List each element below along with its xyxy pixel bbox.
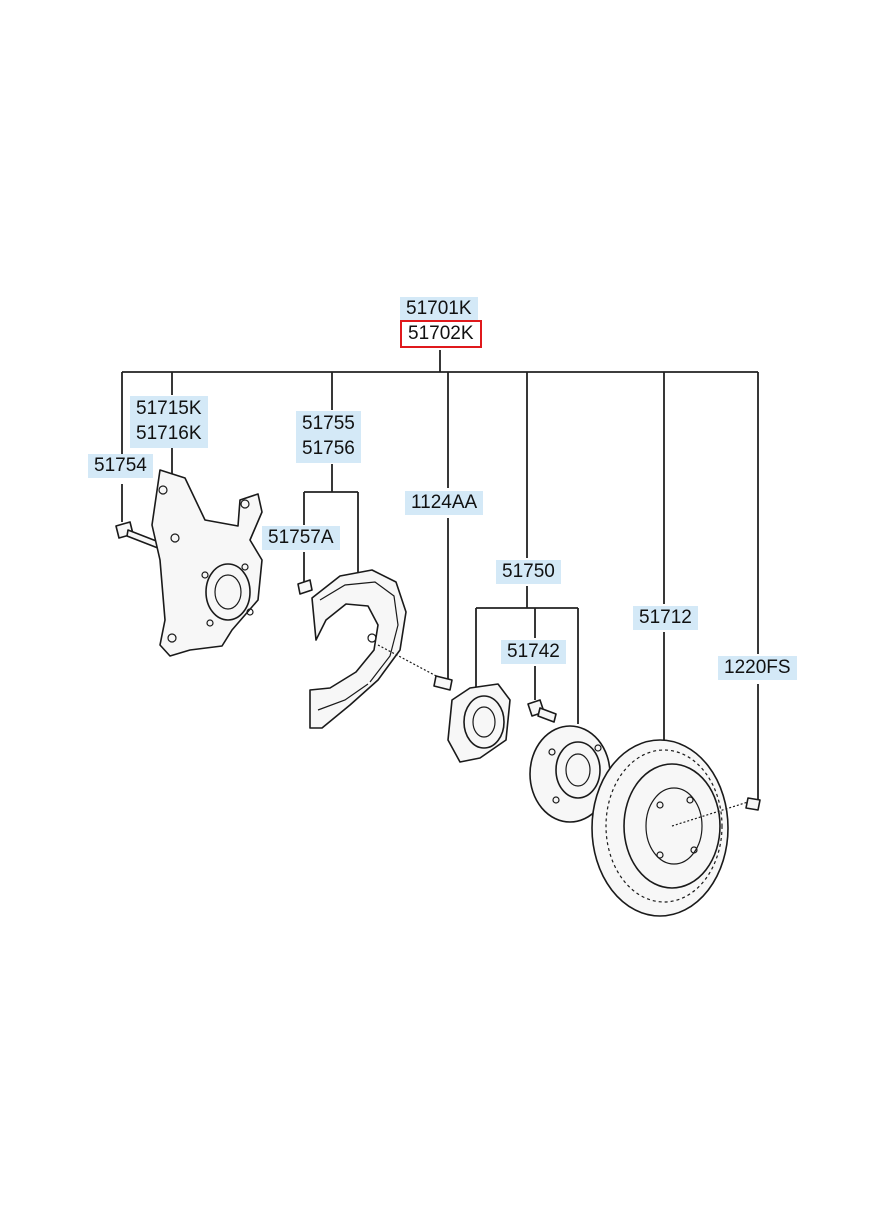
label-51742[interactable]: 51742 (501, 640, 566, 664)
brake-disc-drawing (591, 739, 729, 917)
label-51702K[interactable]: 51702K (400, 320, 482, 348)
label-51757A[interactable]: 51757A (262, 526, 340, 550)
leader-lines (121, 350, 759, 800)
dust-cover-screw-drawing (297, 579, 313, 595)
hub-bolt-drawing (527, 699, 557, 723)
label-1124AA[interactable]: 1124AA (405, 491, 484, 515)
hub-drawing (529, 725, 611, 823)
label-dust-cover[interactable]: 51755 51756 (296, 411, 361, 463)
knuckle-bolt-drawing (115, 521, 165, 551)
label-1220FS[interactable]: 1220FS (718, 656, 797, 680)
label-51712[interactable]: 51712 (633, 606, 698, 630)
hub-bearing-drawing (447, 683, 511, 763)
label-knuckle[interactable]: 51715K 51716K (130, 396, 208, 448)
label-51754[interactable]: 51754 (88, 454, 153, 478)
disc-screw-drawing (671, 797, 761, 827)
dust-cover-drawing (309, 569, 407, 729)
label-51750[interactable]: 51750 (496, 560, 561, 584)
long-bolt-drawing (377, 644, 453, 691)
knuckle-drawing (151, 469, 263, 657)
label-51701K[interactable]: 51701K (400, 297, 478, 321)
